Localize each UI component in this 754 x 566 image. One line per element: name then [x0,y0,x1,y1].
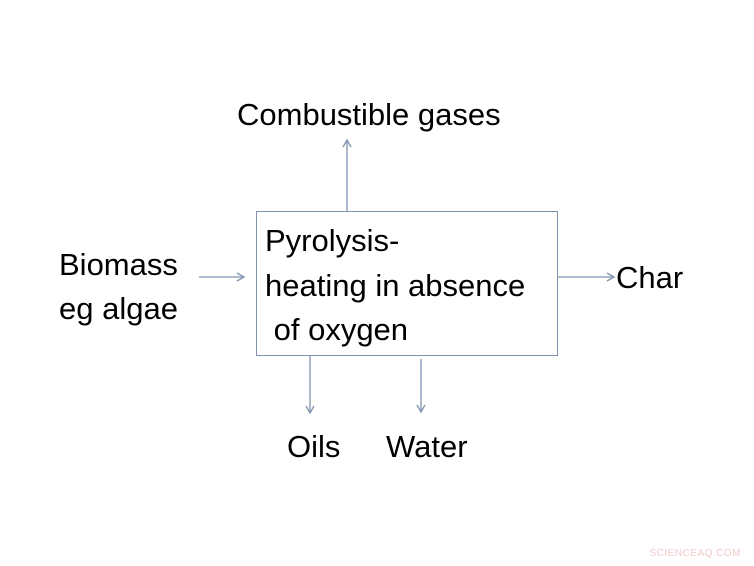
oils-label: Oils [287,429,341,464]
process-line-2: heating in absence [265,268,526,303]
char-label: Char [616,260,684,295]
combustible-gases-label: Combustible gases [237,97,501,132]
biomass-input-label: Biomass eg algae [59,243,178,331]
process-line-3: of oxygen [265,312,409,347]
arrow-to-char [558,272,616,282]
biomass-label-line2: eg algae [59,291,178,326]
process-line-1: Pyrolysis- [265,223,400,258]
biomass-label-line1: Biomass [59,247,178,282]
watermark-text: SCIENCEAQ.COM [649,548,741,559]
arrow-to-oils [305,356,315,415]
water-label: Water [386,429,468,464]
pyrolysis-process-box: Pyrolysis- heating in absence of oxygen [256,211,558,356]
arrow-from-biomass [199,272,246,282]
arrow-to-water [416,359,426,414]
arrow-to-combustible-gases [342,138,352,211]
